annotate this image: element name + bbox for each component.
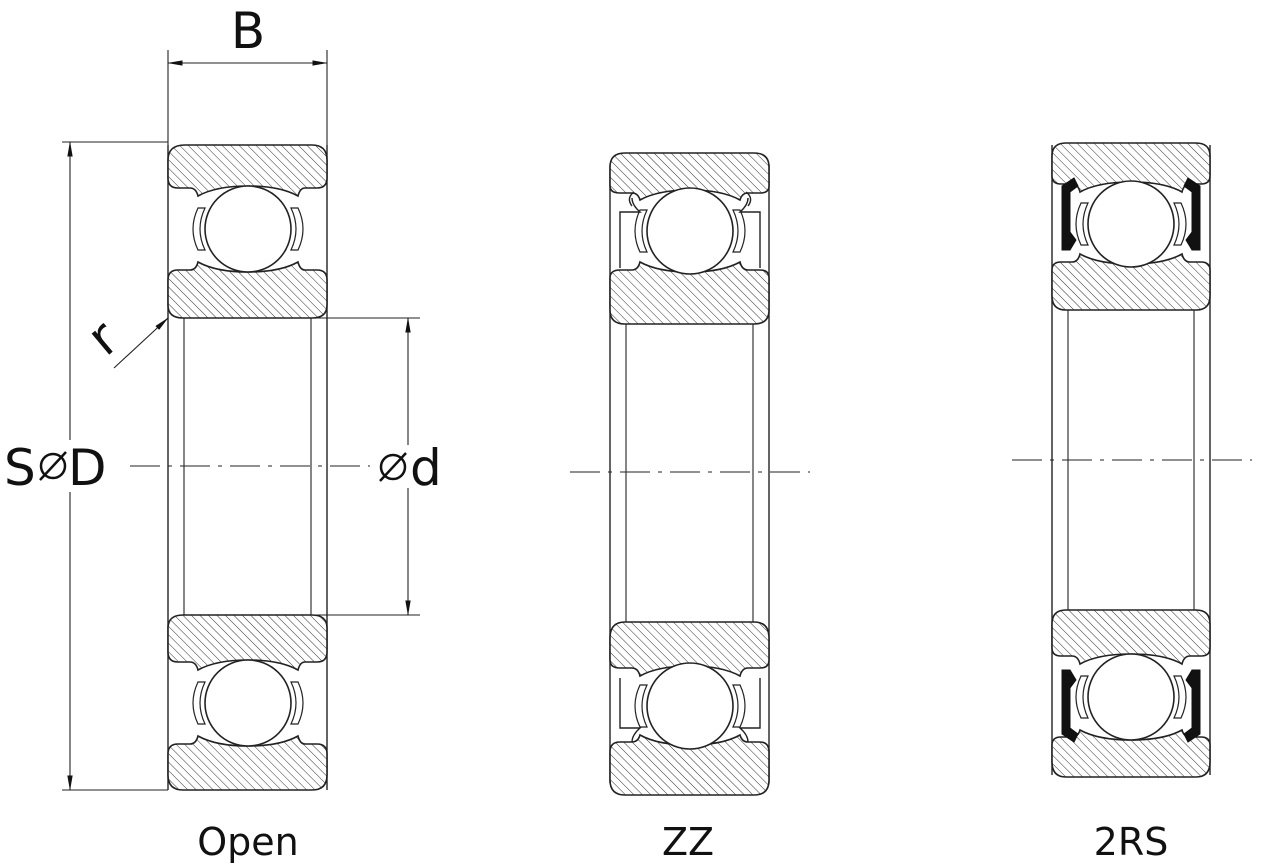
shield-left-top [619, 197, 642, 268]
diameter-symbol-icon [379, 452, 407, 482]
outer-ring-top [167, 144, 328, 198]
outer-diameter-dimension: S D [4, 141, 168, 791]
width-label: B [231, 2, 265, 60]
caption-2rs: 2RS [1094, 820, 1169, 864]
caption-open: Open [197, 820, 299, 864]
rubber-seal-right-top [1183, 177, 1201, 251]
width-dimension: B [167, 2, 328, 145]
shield-left-bottom [619, 678, 642, 743]
rubber-seal-left-top [1061, 177, 1079, 251]
diameter-symbol-icon [39, 451, 67, 481]
rubber-seal-left-bottom [1061, 669, 1079, 743]
ball-bottom [204, 659, 292, 747]
bore-diameter-label: d [410, 439, 442, 497]
open-bearing [130, 144, 370, 791]
rubber-seal-right-bottom [1183, 669, 1201, 743]
outer-diameter-label: D [68, 439, 107, 497]
caption-zz: ZZ [662, 820, 714, 864]
2rs-bearing [1012, 142, 1252, 778]
outer-ring-bottom [167, 734, 328, 791]
shield-right-bottom [738, 678, 761, 743]
bore-diameter-dimension: d [311, 317, 442, 616]
inner-ring-bottom [167, 614, 328, 672]
radius-dimension: r [76, 309, 169, 369]
zz-bearing [570, 152, 810, 796]
shield-right-top [738, 197, 761, 268]
outer-diameter-prefix: S [4, 439, 36, 497]
ball-top [204, 185, 292, 273]
radius-label: r [76, 309, 129, 367]
